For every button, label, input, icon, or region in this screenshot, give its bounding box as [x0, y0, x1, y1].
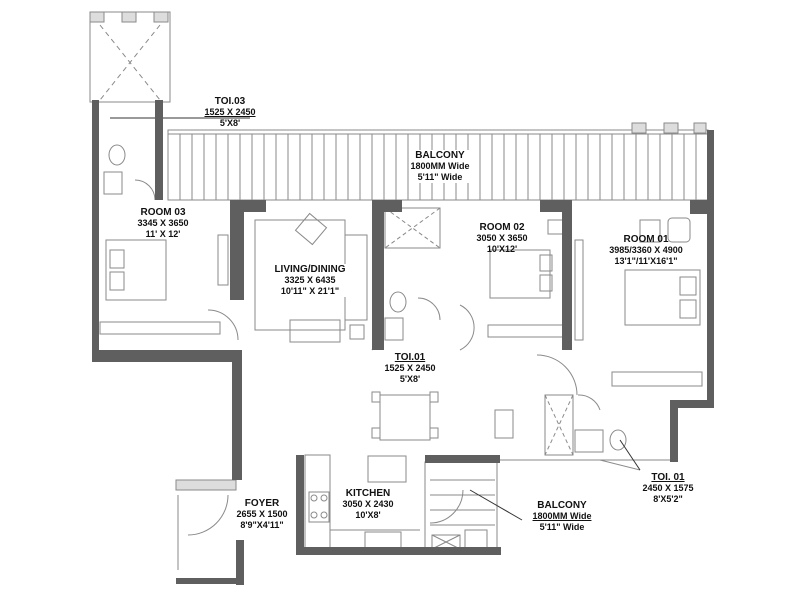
desk-icon [639, 219, 661, 243]
room-imperial: 5'11" Wide [539, 522, 585, 532]
door-swing [536, 354, 578, 396]
parapet-block [693, 122, 707, 134]
room-name: ROOM 03 [140, 207, 186, 218]
label-foyer: FOYER 2655 X 1500 8'9"X4'11" [236, 498, 287, 531]
room-metric: 3345 X 3650 [137, 218, 189, 228]
room-imperial: 10'X12' [486, 244, 518, 254]
bed-icon [105, 239, 167, 301]
label-room01: ROOM 01 3985/3360 X 4900 13'1"/11'X16'1" [609, 234, 683, 267]
label-living-dining: LIVING/DINING 3325 X 6435 10'11" X 21'1" [272, 264, 348, 297]
washbasin-icon [574, 429, 604, 453]
leader-line [469, 489, 523, 521]
room-name: TOI.01 [394, 352, 426, 363]
room-metric: 2450 X 1575 [642, 483, 694, 493]
stove-icon [308, 491, 330, 523]
walls [92, 100, 714, 585]
entrance-door-swing [187, 494, 229, 536]
washbasin-icon [384, 317, 404, 341]
label-room02: ROOM 02 3050 X 3650 10'X12' [476, 222, 527, 255]
shower-area [544, 394, 574, 456]
armchair-icon [294, 212, 328, 246]
room-name: LIVING/DINING [274, 264, 346, 275]
parapet-block [631, 122, 647, 134]
room-metric: 2655 X 1500 [236, 509, 288, 519]
wardrobe-icon [574, 239, 584, 341]
room-imperial: 5'11" Wide [417, 172, 463, 182]
room-metric: 3985/3360 X 4900 [609, 245, 683, 255]
sofa-icon [289, 319, 341, 343]
room-metric: 3050 X 3650 [476, 233, 528, 243]
washbasin-icon [103, 171, 123, 195]
room-name: ROOM 01 [623, 234, 669, 245]
parapet-block [121, 11, 137, 23]
fridge-icon [367, 455, 407, 483]
shaft-cross [99, 24, 161, 101]
parapet-block [89, 11, 105, 23]
room-metric: 3325 X 6435 [284, 275, 336, 285]
foyer-ledge [175, 479, 237, 491]
door-swing [134, 179, 156, 201]
wc-icon [108, 144, 126, 166]
room-name: ROOM 02 [479, 222, 525, 233]
wardrobe-icon [487, 324, 569, 338]
sofa-icon [344, 234, 368, 321]
side-table-icon [547, 219, 565, 235]
room-name: TOI.03 [214, 96, 246, 107]
room-metric: 1525 X 2450 [384, 363, 436, 373]
room-imperial: 5'X8' [399, 374, 421, 384]
console-icon [494, 409, 514, 439]
label-balcony-top: BALCONY 1800MM Wide 5'11" Wide [408, 150, 472, 183]
room-imperial: 10'11" X 21'1" [280, 286, 340, 296]
parapet-block [153, 11, 169, 23]
room-name: TOI. 01 [651, 472, 685, 483]
shaft-outline [89, 11, 171, 103]
room-imperial: 8'X5'2" [653, 494, 683, 504]
room-metric: 1800MM Wide [532, 511, 592, 521]
door-swing [577, 394, 601, 411]
wardrobe-icon [611, 371, 703, 387]
wc-icon [609, 429, 627, 451]
room-name: BALCONY [537, 500, 587, 511]
room-metric: 1800MM Wide [410, 161, 470, 171]
wardrobe-icon [99, 321, 221, 335]
room-name: BALCONY [415, 150, 465, 161]
room-name: FOYER [244, 498, 280, 509]
room-metric: 1525 X 2450 [204, 107, 256, 117]
wall [92, 100, 99, 362]
door-swing [459, 304, 475, 351]
washing-machine-icon [464, 529, 488, 549]
wardrobe-icon [217, 234, 229, 286]
door-swing [417, 297, 441, 321]
label-toi01-right: TOI. 01 2450 X 1575 8'X5'2" [642, 472, 693, 505]
room-metric: 3050 X 2430 [342, 499, 394, 509]
dining-table-icon [379, 394, 431, 441]
label-toi01-middle: TOI.01 1525 X 2450 5'X8' [384, 352, 435, 385]
label-toi03: TOI.03 1525 X 2450 5'X8' [204, 96, 255, 129]
room-name: KITCHEN [345, 488, 391, 499]
parapet-block [663, 122, 679, 134]
door-swing [207, 309, 239, 341]
room-imperial: 11' X 12' [145, 229, 181, 239]
room-imperial: 8'9"X4'11" [240, 520, 284, 530]
leader-line [619, 439, 641, 471]
room-imperial: 5'X8' [219, 118, 241, 128]
wc-icon [389, 291, 407, 313]
label-balcony-bottom: BALCONY 1800MM Wide 5'11" Wide [533, 500, 592, 533]
shower-area [384, 207, 441, 249]
door-swing [429, 489, 464, 524]
room-imperial: 13'1"/11'X16'1" [614, 256, 678, 266]
label-kitchen: KITCHEN 3050 X 2430 10'X8' [342, 488, 393, 521]
bed-icon [624, 269, 701, 326]
bed-icon [489, 249, 551, 299]
label-room03: ROOM 03 3345 X 3650 11' X 12' [137, 207, 188, 240]
room-imperial: 10'X8' [355, 510, 381, 520]
side-table-icon [349, 324, 365, 340]
chair-icon [667, 217, 691, 243]
